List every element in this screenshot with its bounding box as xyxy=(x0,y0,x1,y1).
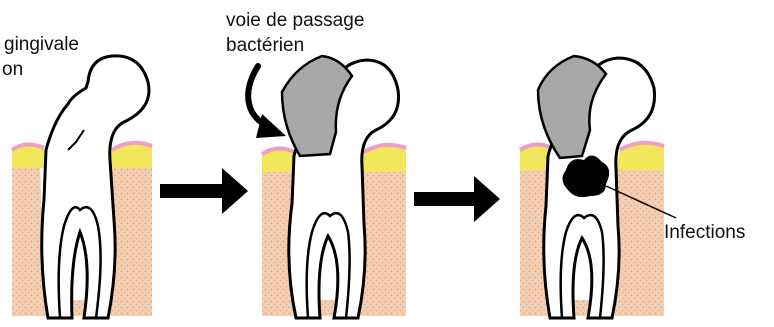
curved-arrow-icon xyxy=(248,66,286,138)
panel-1-healthy-tooth xyxy=(12,56,152,318)
gum-base xyxy=(12,300,152,316)
label-infections: Infections xyxy=(664,222,745,243)
label-panel1-line2: on xyxy=(2,59,23,80)
arrow-right-icon xyxy=(414,176,500,222)
label-panel2-line2: bactérien xyxy=(226,35,304,56)
panel-2-bacterial-pathway xyxy=(248,56,406,318)
arrow-right-icon xyxy=(160,168,248,214)
label-panel2-line1: voie de passage xyxy=(226,10,364,31)
panel-3-infection xyxy=(520,56,676,318)
gum-tissue xyxy=(12,160,44,316)
label-panel1-line1: gingivale xyxy=(4,34,79,55)
